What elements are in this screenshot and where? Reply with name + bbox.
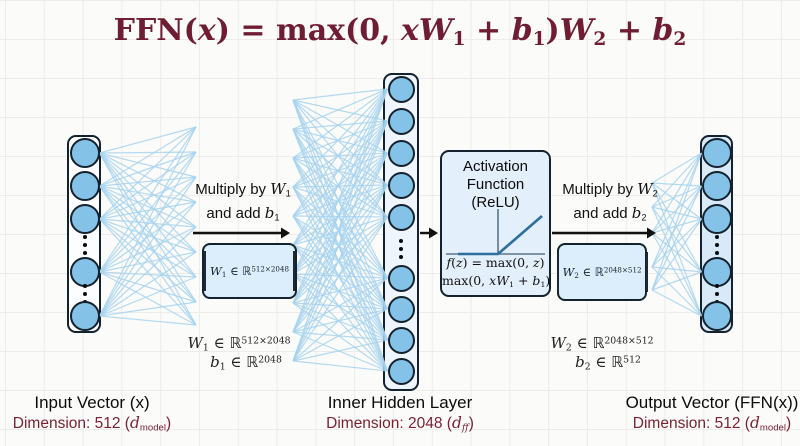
hidden-layer-label: Inner Hidden Layer: [327, 393, 473, 412]
left-bracket: [204, 251, 206, 291]
output-neuron: [701, 171, 732, 201]
input-neuron: [69, 171, 100, 201]
output-neuron: [701, 138, 732, 168]
relu-graph: [446, 209, 545, 256]
activation-title-line3: (ReLU): [471, 194, 520, 211]
w2-matrix-box: W2 ∈ ℝ2048×512: [556, 243, 648, 301]
multiply-w2-line2: and add b2: [573, 203, 647, 223]
multiply-w1-line2: and add b1: [206, 203, 280, 223]
w1-dimension-formula: W1 ∈ ℝ512×2048: [187, 334, 291, 354]
hidden-neuron: [387, 75, 415, 103]
input-neuron: [69, 138, 100, 168]
hidden-neuron: [387, 295, 415, 323]
b1-dimension-formula: b1 ∈ ℝ2048: [210, 353, 282, 373]
hidden-layer-dimension: Dimension: 2048 (dff): [326, 414, 474, 434]
right-bracket: [293, 251, 296, 291]
input-neuron: [69, 301, 100, 331]
output-layer-dimension: Dimension: 512 (dmodel): [632, 414, 792, 434]
w2-dimension-formula: W2 ∈ ℝ2048×512: [550, 334, 654, 354]
hidden-neuron: [387, 107, 415, 135]
output-neuron: [701, 301, 732, 331]
multiply-w1-line1: Multiply by W1: [195, 180, 291, 199]
hidden-neuron: [387, 326, 415, 354]
hidden-ellipsis: [399, 239, 403, 259]
input-ellipsis: [82, 235, 87, 255]
input-neuron: [69, 257, 100, 287]
hidden-neuron: [387, 264, 415, 292]
w1-matrix-box: W1 ∈ ℝ512×2048: [202, 243, 297, 299]
activation-title-line2: Function: [466, 176, 525, 193]
arrow-head: [281, 227, 290, 239]
relu-applied-formula: max(0, xW1 + b1): [442, 273, 551, 290]
input-neuron: [69, 204, 100, 234]
arrow-head: [429, 227, 438, 239]
w1-matrix-text: W1 ∈ ℝ512×2048: [210, 263, 290, 279]
hidden-neuron: [387, 357, 415, 385]
activation-title-line1: Activation: [462, 158, 529, 175]
multiply-w1-label: Multiply by W1 and add b1: [195, 180, 291, 227]
input-layer-dimension: Dimension: 512 (dmodel): [12, 414, 172, 434]
output-neuron: [701, 257, 732, 287]
activation-title: Activation Function (ReLU): [442, 152, 549, 212]
output-ellipsis: [714, 235, 719, 255]
arrow-head: [647, 227, 656, 239]
output-layer-label: Output Vector (FFN(x)): [625, 393, 799, 412]
hidden-neuron: [387, 203, 415, 231]
hidden-neuron: [387, 139, 415, 167]
relu-formula: f(z) = max(0, z): [446, 255, 545, 270]
multiply-w2-label: Multiply by W2 and add b2: [562, 180, 658, 227]
right-bracket: [645, 252, 648, 292]
hidden-neuron: [387, 171, 415, 199]
multiply-w2-line1: Multiply by W2: [562, 180, 658, 199]
input-layer-label: Input Vector (x): [34, 393, 150, 412]
left-bracket: [556, 252, 559, 292]
activation-function-box: Activation Function (ReLU) f(z) = max(0,…: [440, 150, 551, 297]
output-neuron: [701, 204, 732, 234]
w2-matrix-text: W2 ∈ ℝ2048×512: [562, 264, 642, 280]
b2-dimension-formula: b2 ∈ ℝ512: [575, 353, 641, 373]
formula-title: FFN(x) = max(0, xW1 + b1)W2 + b2: [113, 13, 687, 51]
